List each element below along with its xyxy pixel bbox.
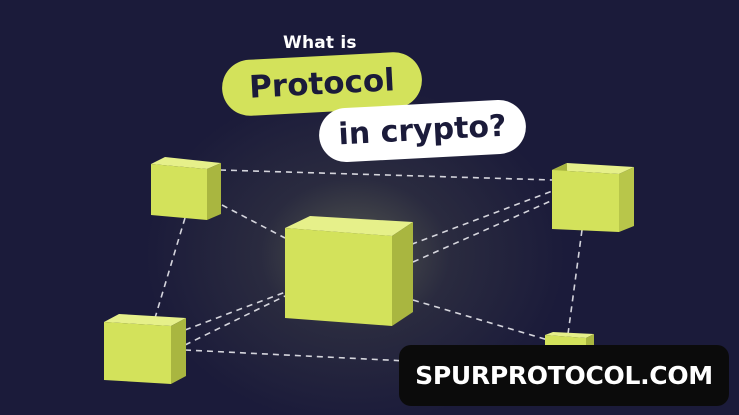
- network-link: [154, 217, 186, 319]
- network-link: [219, 169, 554, 181]
- source-watermark-text: SPURPROTOCOL.COM: [415, 361, 713, 390]
- network-link: [184, 295, 286, 346]
- network-link: [412, 199, 554, 263]
- cube-node-top-right: [552, 163, 634, 232]
- headline-tail-pill: in crypto?: [317, 98, 528, 164]
- network-link: [412, 299, 549, 341]
- headline-tail: in crypto?: [337, 108, 508, 153]
- cube-node-center: [285, 216, 413, 326]
- headline-keyword: Protocol: [248, 61, 396, 106]
- cube-node-top-left: [151, 157, 221, 220]
- headline-intro: What is: [283, 33, 357, 53]
- network-link: [567, 229, 583, 335]
- source-watermark-badge: SPURPROTOCOL.COM: [399, 345, 729, 406]
- network-link: [221, 204, 286, 239]
- cube-node-bottom-left: [104, 314, 186, 384]
